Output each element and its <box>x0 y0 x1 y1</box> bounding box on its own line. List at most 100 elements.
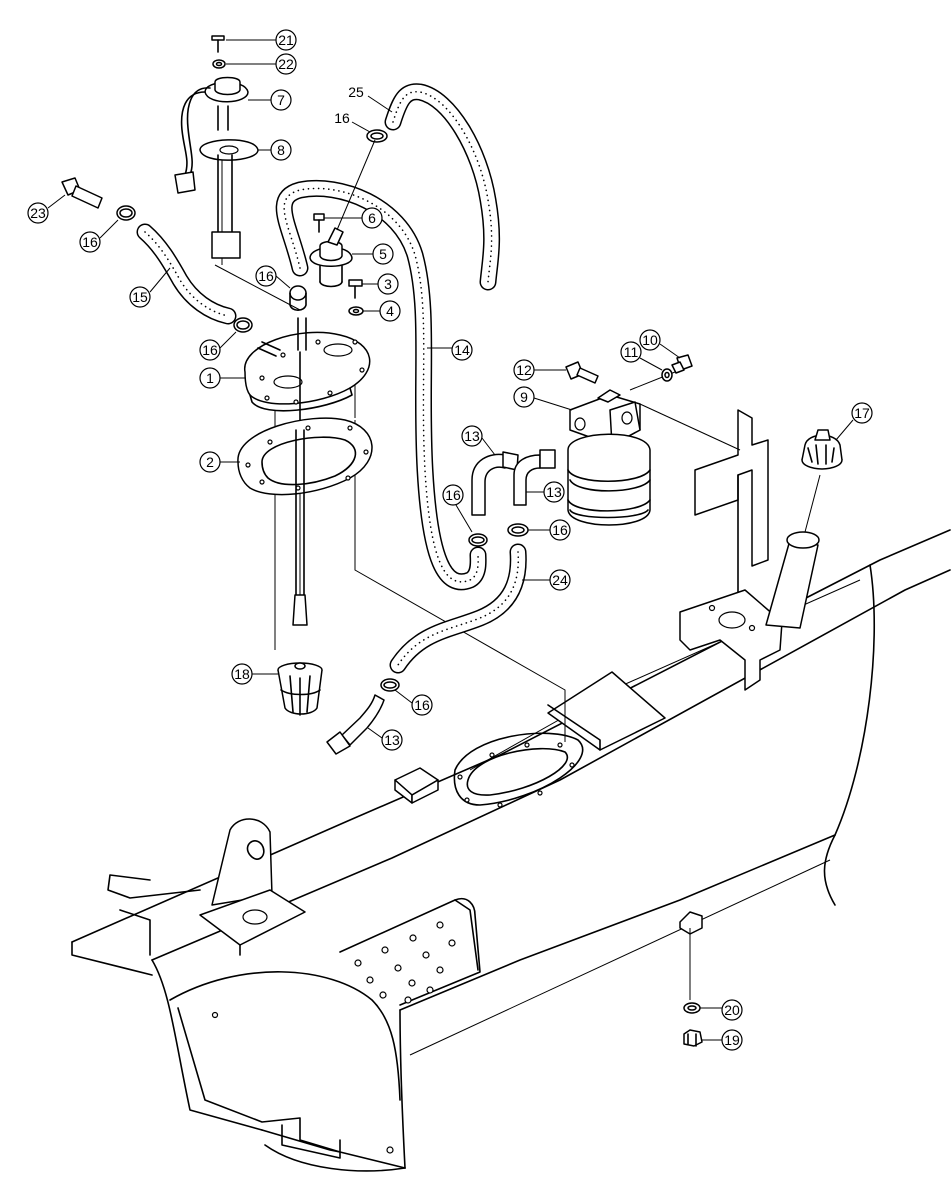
callout-25-label: 25 <box>348 84 364 100</box>
plug-10 <box>671 354 693 374</box>
callout-14-label: 14 <box>454 342 470 358</box>
callout-4-label: 4 <box>386 303 394 319</box>
callout-22 <box>275 53 297 75</box>
clamp-16-b <box>233 317 253 333</box>
gasket-2 <box>237 417 373 496</box>
callout-5 <box>372 243 394 265</box>
callout-17 <box>851 402 873 424</box>
callout-9 <box>513 386 535 408</box>
lifting-eye-bracket <box>199 818 306 956</box>
sender-gasket-8 <box>199 139 259 259</box>
elbow-13-b <box>513 449 556 506</box>
pickup-tube <box>292 429 308 626</box>
elbow-13-a <box>471 451 519 516</box>
callouts: 21 22 7 8 25 16 6 5 3 4 <box>27 29 873 1051</box>
callout-8 <box>270 139 292 161</box>
callout-11-label: 11 <box>624 344 639 360</box>
callout-21-label: 21 <box>278 32 294 48</box>
callout-16-g <box>411 694 433 716</box>
clamp-16-a <box>116 205 136 221</box>
callout-13-b <box>543 481 565 503</box>
callout-5-label: 5 <box>379 246 387 262</box>
callout-3-label: 3 <box>384 276 392 292</box>
callout-23 <box>27 202 49 224</box>
callout-1 <box>199 367 221 389</box>
callout-4 <box>379 300 401 322</box>
callout-19-label: 19 <box>724 1032 740 1048</box>
return-fitting-5 <box>309 139 376 288</box>
callout-10-label: 10 <box>642 332 658 348</box>
callout-24-label: 24 <box>552 572 568 588</box>
hose-25 <box>384 83 501 291</box>
callout-13-b-label: 13 <box>546 484 562 500</box>
clamp-16-c <box>289 285 307 312</box>
sender-unit-7 <box>174 76 249 194</box>
callout-17-label: 17 <box>854 405 870 421</box>
callout-24 <box>549 569 571 591</box>
callout-11 <box>620 341 642 363</box>
callout-13-c-label: 13 <box>384 732 400 748</box>
washer-22 <box>212 59 226 69</box>
hose-14 <box>275 179 487 591</box>
callout-18 <box>231 663 253 685</box>
callout-16-f-label: 16 <box>552 522 568 538</box>
washer-4 <box>348 306 364 316</box>
callout-7-label: 7 <box>277 92 285 108</box>
callout-16-c <box>255 265 277 287</box>
clamp-16-g <box>380 678 400 692</box>
callout-10 <box>639 329 661 351</box>
callout-19 <box>721 1029 743 1051</box>
callout-16-e-label: 16 <box>445 487 461 503</box>
callout-13-a <box>461 425 483 447</box>
callout-7 <box>270 89 292 111</box>
callout-16-top-label: 16 <box>334 110 350 126</box>
clamp-16-d <box>366 129 388 143</box>
callout-16-c-label: 16 <box>258 268 274 284</box>
tank-sender-opening <box>453 732 584 808</box>
fuel-tank <box>71 409 951 1172</box>
callout-16-g-label: 16 <box>414 697 430 713</box>
hose-24 <box>389 543 527 674</box>
filler-cap-17 <box>801 429 843 470</box>
step-plate <box>339 897 481 1006</box>
callout-15 <box>129 286 151 308</box>
callout-16-d-label: 16 <box>202 342 218 358</box>
callout-2 <box>199 451 221 473</box>
clamp-16-f <box>507 523 529 537</box>
callout-16-e <box>442 484 464 506</box>
elbow-13-c <box>326 694 385 755</box>
callout-20-label: 20 <box>724 1002 740 1018</box>
callout-18-label: 18 <box>234 666 250 682</box>
clamp-16-e <box>468 533 488 547</box>
fuel-filter-9 <box>567 389 651 526</box>
callout-16-f <box>549 519 571 541</box>
callout-23-label: 23 <box>30 205 46 221</box>
screw-6 <box>313 213 325 233</box>
bolt-3 <box>348 279 363 299</box>
callout-20 <box>721 999 743 1021</box>
callout-21 <box>275 29 297 51</box>
callout-8-label: 8 <box>277 142 285 158</box>
callout-2-label: 2 <box>206 454 214 470</box>
drain-plug-19 <box>683 1029 703 1047</box>
washer-11 <box>661 368 673 382</box>
callout-12-label: 12 <box>516 362 532 378</box>
callout-12 <box>513 359 535 381</box>
callout-15-label: 15 <box>132 289 148 305</box>
washer-20 <box>683 1002 701 1014</box>
fitting-23 <box>61 177 103 209</box>
callout-16-b-label: 16 <box>82 234 98 250</box>
callout-13-a-label: 13 <box>464 428 480 444</box>
callout-3 <box>377 273 399 295</box>
filler-neck <box>765 531 820 629</box>
bolt-12 <box>565 361 599 384</box>
callout-9-label: 9 <box>520 389 528 405</box>
callout-16-d <box>199 339 221 361</box>
callout-1-label: 1 <box>206 370 214 386</box>
callout-22-label: 22 <box>278 56 294 72</box>
filler-neck-bracket <box>679 409 783 691</box>
mounting-plate-1 <box>244 317 371 431</box>
strainer-18 <box>277 662 323 716</box>
callout-16-b <box>79 231 101 253</box>
